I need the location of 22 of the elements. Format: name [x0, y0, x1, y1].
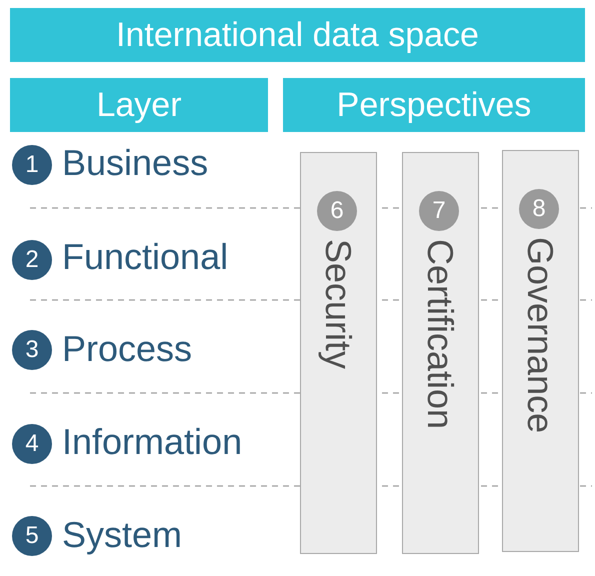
title-banner: International data space — [10, 8, 585, 62]
perspective-column — [502, 150, 579, 552]
number-circle: 2 — [12, 240, 52, 280]
number-circle: 7 — [419, 191, 459, 231]
column-label: Certification — [422, 239, 458, 430]
number-circle: 1 — [12, 145, 52, 185]
column-label: Security — [320, 239, 356, 370]
layer-name: Business — [62, 145, 208, 181]
layer-name: Information — [62, 424, 242, 460]
number-circle: 8 — [519, 189, 559, 229]
layer-name: Process — [62, 331, 192, 367]
header-bar: Perspectives — [283, 78, 585, 132]
number-circle: 4 — [12, 424, 52, 464]
number-circle: 6 — [317, 191, 357, 231]
column-label: Governance — [522, 237, 558, 434]
layer-name: System — [62, 517, 182, 553]
header-bar: Layer — [10, 78, 268, 132]
number-circle: 5 — [12, 516, 52, 556]
layer-name: Functional — [62, 239, 228, 275]
perspective-column — [402, 152, 479, 554]
number-circle: 3 — [12, 330, 52, 370]
perspective-column — [300, 152, 377, 554]
